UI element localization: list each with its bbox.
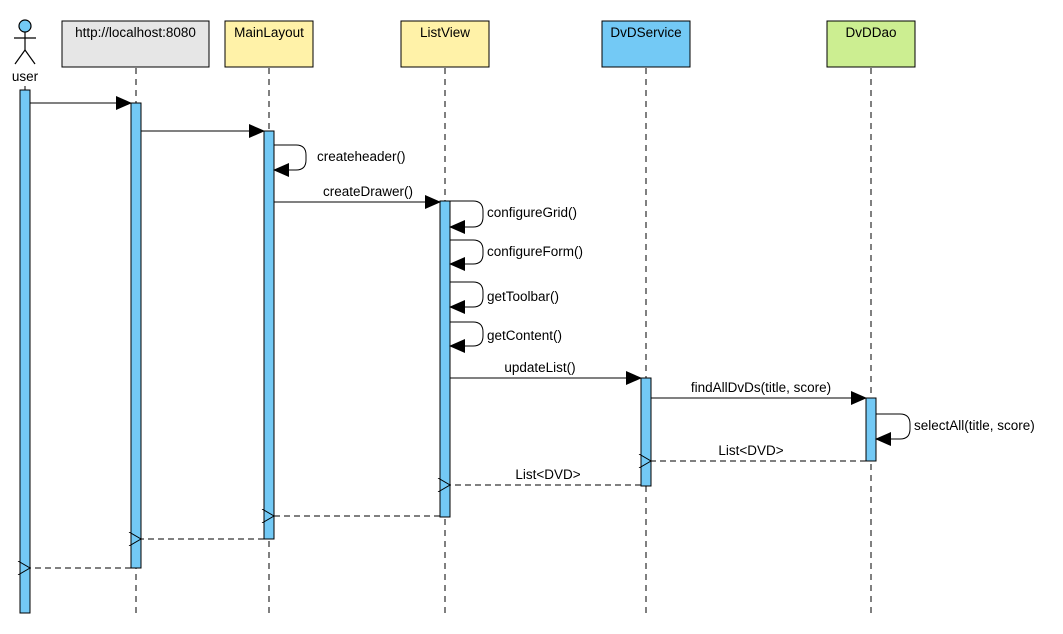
activation-mainlayout <box>263 130 275 540</box>
message-createheader <box>273 144 307 177</box>
participant-dvdservice-box <box>601 20 691 68</box>
actor-label: user <box>12 69 39 84</box>
return-service-to-listview-label: List<DVD> <box>515 467 580 482</box>
activation-listview <box>439 200 451 518</box>
participant-dvdservice-label: DvDService <box>610 25 681 40</box>
message-gettoolbar-label: getToolbar() <box>487 289 559 304</box>
participant-mainlayout: MainLayout <box>224 20 314 68</box>
message-getcontent <box>449 321 484 353</box>
participant-listview: ListView <box>400 20 490 68</box>
participant-listview-box <box>400 20 490 68</box>
message-createdrawer-label: createDrawer() <box>323 184 413 199</box>
message-findalldvds-label: findAllDvDs(title, score) <box>691 380 831 395</box>
participant-dvdservice: DvDService <box>601 20 691 68</box>
participant-dvddao-label: DvDDao <box>845 25 896 40</box>
participant-dvddao-box <box>826 20 916 68</box>
participant-browser: http://localhost:8080 <box>61 20 210 68</box>
participant-mainlayout-box <box>224 20 314 68</box>
message-getcontent-label: getContent() <box>487 328 562 343</box>
message-selectall-label: selectAll(title, score) <box>914 418 1035 433</box>
participant-mainlayout-label: MainLayout <box>234 25 304 40</box>
activation-browser <box>130 102 142 569</box>
message-configureform-label: configureForm() <box>487 244 583 259</box>
message-selectall <box>875 413 911 446</box>
activation-user <box>19 89 31 614</box>
message-configuregrid <box>449 200 484 234</box>
message-gettoolbar <box>449 281 484 314</box>
return-dao-to-service-label: List<DVD> <box>718 443 783 458</box>
user-actor-icon <box>14 19 36 65</box>
message-configureform <box>449 239 484 271</box>
message-updatelist-label: updateList() <box>504 360 575 375</box>
participant-browser-box <box>61 20 210 68</box>
participant-listview-label: ListView <box>420 25 470 40</box>
participant-dvddao: DvDDao <box>826 20 916 68</box>
message-configuregrid-label: configureGrid() <box>487 205 577 220</box>
activation-dvddao <box>865 397 877 462</box>
participant-browser-label: http://localhost:8080 <box>75 25 196 40</box>
message-createheader-label: createheader() <box>317 149 406 164</box>
activation-dvdservice <box>640 377 652 487</box>
